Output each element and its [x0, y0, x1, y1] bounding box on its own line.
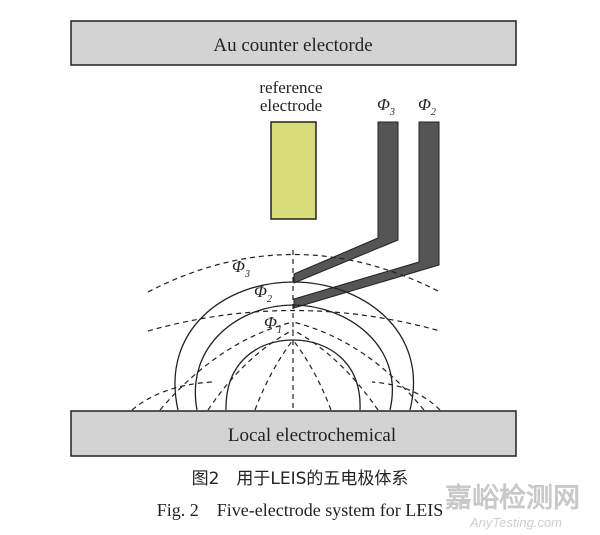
reference-label-line1: reference [259, 78, 322, 97]
field-line-bottom-left [131, 381, 213, 411]
probe-phi2-label: Φ2 [418, 95, 436, 118]
counter-electrode-box [70, 20, 517, 66]
field-phi2-label: Φ2 [254, 282, 272, 305]
probe-phi2 [293, 121, 440, 309]
equipotential-phi1 [225, 339, 361, 411]
field-line-middle [147, 309, 441, 332]
field-line-top [147, 253, 441, 293]
field-line-bottom-right [371, 381, 441, 411]
counter-electrode: Au counter electorde [70, 20, 517, 66]
probe-phi3 [293, 121, 399, 284]
equipotential-phi2 [194, 304, 393, 411]
probe-electrodes: Φ3 Φ2 [293, 95, 440, 309]
reference-electrode-body [270, 121, 317, 220]
equipotential-phi3 [174, 281, 415, 411]
field-line-inner-right [292, 329, 379, 411]
field-phi3-label: Φ3 [232, 257, 250, 280]
substrate-label: Local electrochemical [228, 425, 396, 446]
field-line-right-arc [292, 321, 425, 411]
field-line-center-right [292, 339, 332, 411]
watermark: 嘉峪检测网 AnyTesting.com [445, 482, 580, 530]
field-line-inner-left [207, 329, 294, 411]
reference-label-line2: electrode [260, 96, 322, 115]
watermark-chinese: 嘉峪检测网 [445, 482, 580, 514]
counter-electrode-label: Au counter electorde [213, 35, 372, 56]
equipotential-lines [174, 281, 415, 411]
field-phi1-label: Φ1 [264, 313, 282, 336]
field-line-left-arc [159, 321, 294, 411]
field-lines [131, 253, 441, 411]
caption-english: Fig. 2 Five-electrode system for LEIS [157, 500, 443, 520]
probe-phi3-label: Φ3 [377, 95, 395, 118]
substrate: Local electrochemical [70, 410, 517, 457]
substrate-box [70, 410, 517, 457]
watermark-english: AnyTesting.com [469, 515, 562, 530]
reference-electrode: reference electrode [259, 78, 323, 220]
caption-chinese: 图2 用于LEIS的五电极体系 [192, 469, 409, 489]
field-line-center-left [254, 339, 294, 411]
